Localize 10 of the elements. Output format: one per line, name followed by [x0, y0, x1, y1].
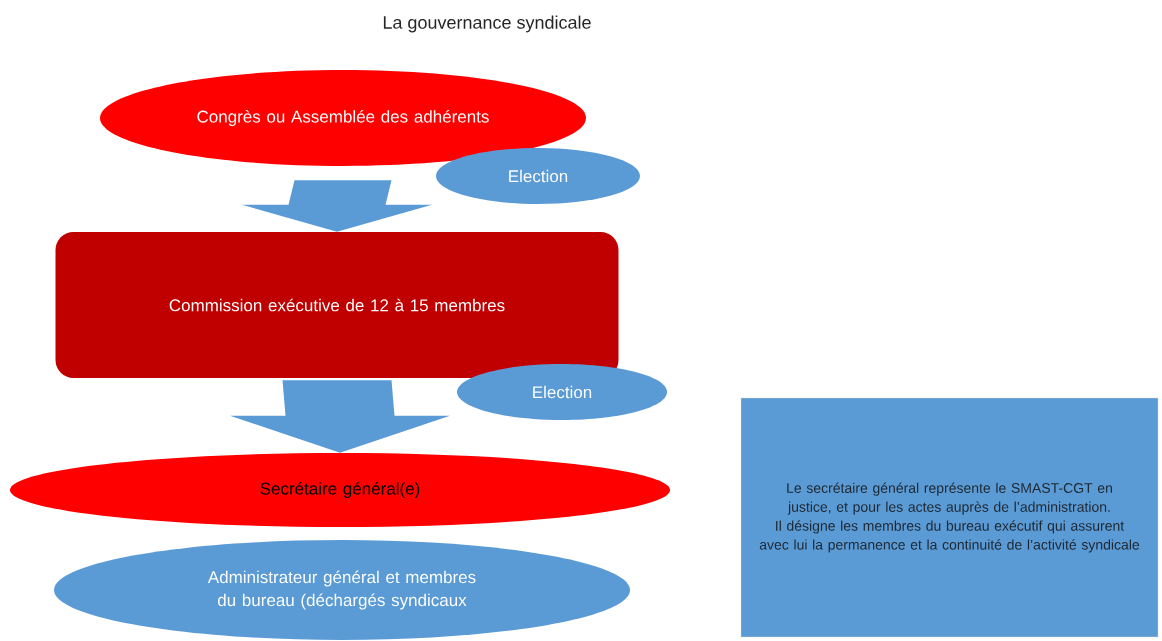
ellipse-node: Election: [457, 364, 667, 420]
ellipse-node: Secrétaire général(e): [10, 453, 670, 527]
ellipse-node: Administrateur général et membres du bureau (déchargés syndicaux: [54, 540, 630, 640]
block-arrow: [242, 180, 432, 232]
ellipse-node: Election: [436, 148, 640, 204]
title: La gouvernance syndicale: [383, 15, 591, 33]
text-box: Le secrétaire général représente le SMAST-CGT en justice, et pour les actes auprès de l’administration. Il désigne les membres du bureau exécutif qui assurent avec lui la permanence et la continuité de l’activité syndicale: [740, 397, 1159, 638]
ellipse-node: Congrès ou Assemblée des adhérents: [100, 70, 586, 166]
block-arrow: [230, 380, 450, 453]
process-box: Commission exécutive de 12 à 15 membres: [55, 232, 619, 378]
